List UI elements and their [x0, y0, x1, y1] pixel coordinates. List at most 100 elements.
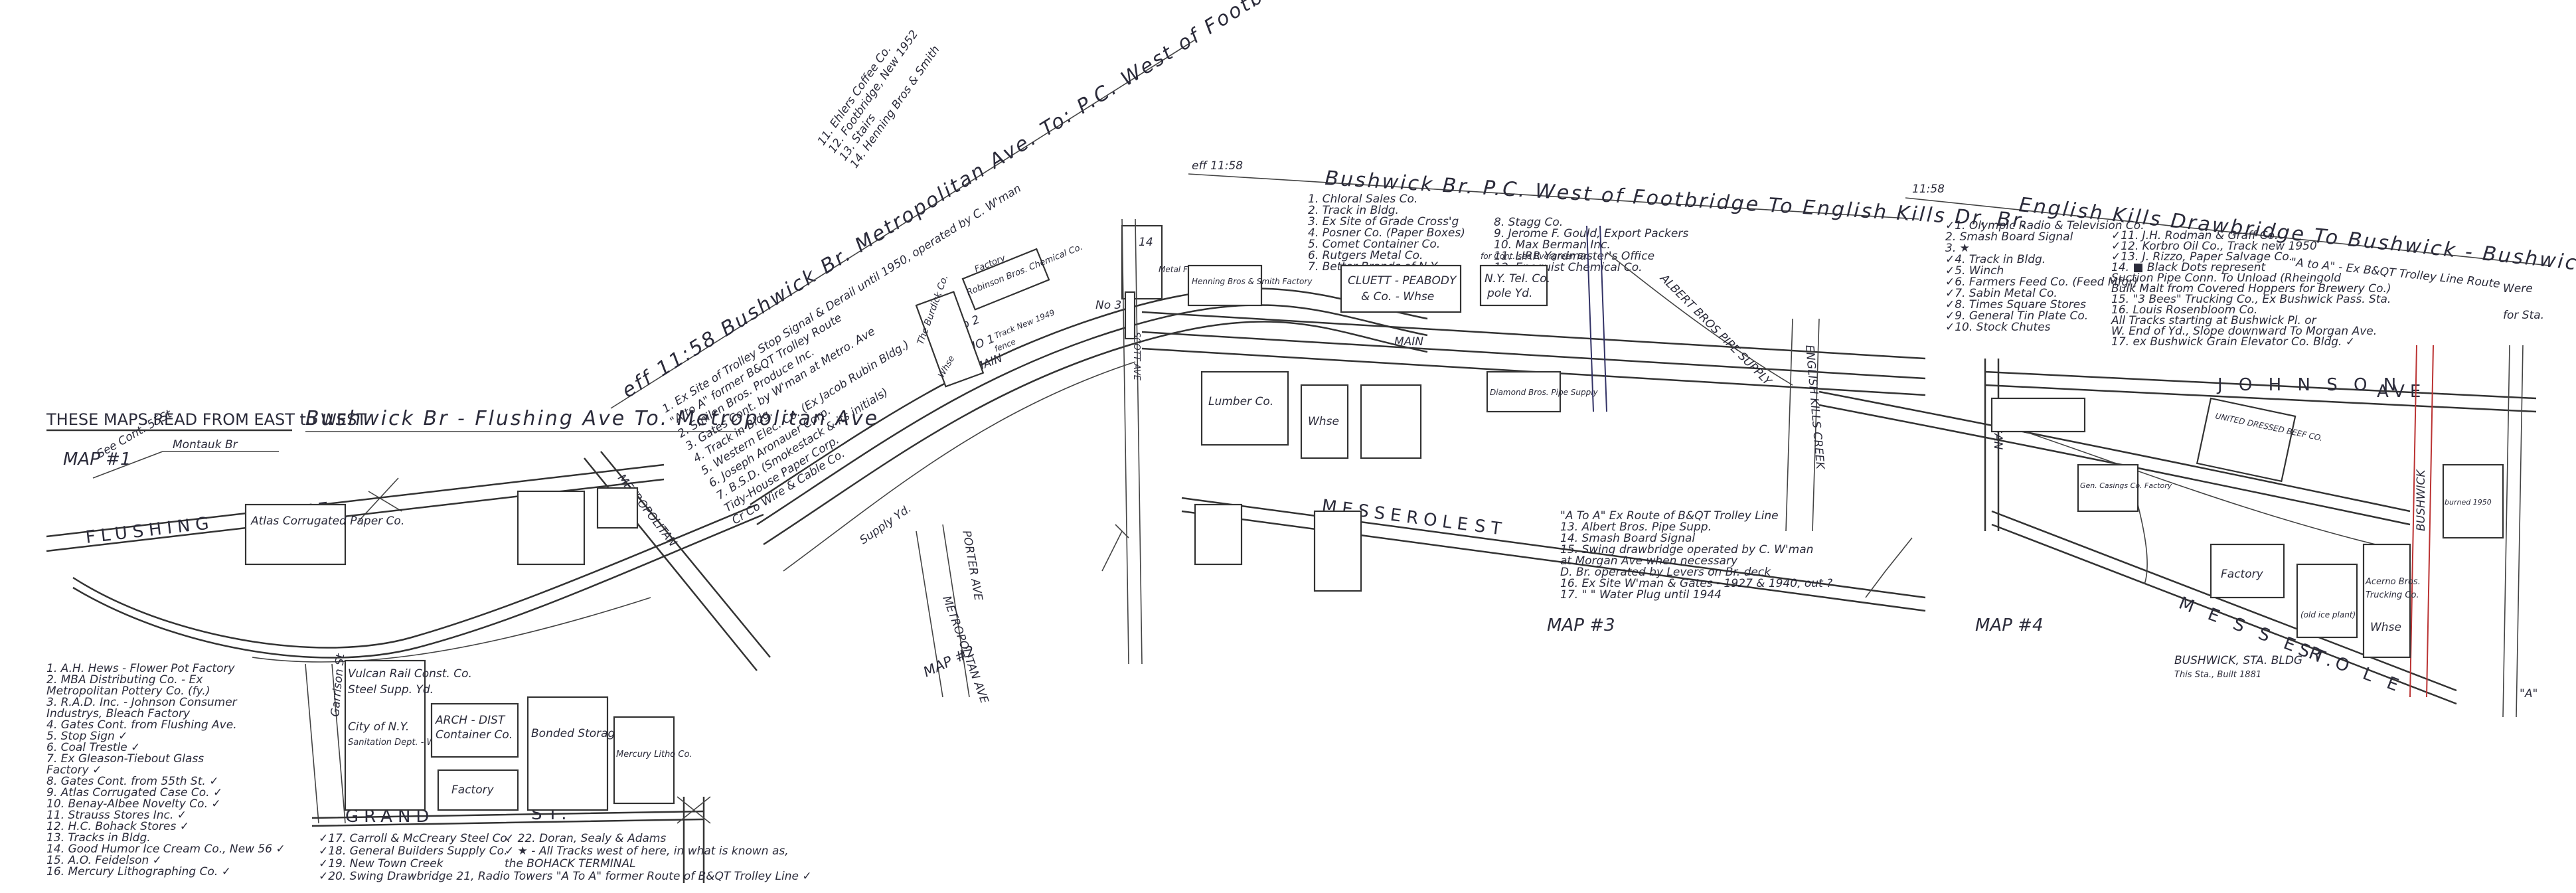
- title-note: THESE MAPS READ FROM EAST to WEST: [46, 410, 366, 429]
- map1-legend-extras: ✓ 22. Doran, Sealy & Adams✓ ★ - All Trac…: [505, 832, 789, 870]
- building-burdick: [915, 291, 985, 388]
- were-note: Were: [2503, 282, 2533, 295]
- map4-legend-b-item: W. End of Yd., Slope downward To Morgan …: [2111, 325, 2377, 338]
- map4-header-line: [1905, 197, 2550, 266]
- map1-legend-item: 4. Gates Cont. from Flushing Ave.: [46, 718, 237, 732]
- map3-note-items: "A To A" Ex Route of B&QT Trolley Line13…: [1560, 509, 1832, 602]
- vulcan-yd-label: Steel Supp. Yd.: [348, 683, 434, 696]
- map3-legend-a-item: 2. Track in Bldg.: [1308, 204, 1399, 217]
- building-12: [517, 490, 586, 566]
- map1-legend-item: 14. Good Humor Ice Cream Co., New 56 ✓: [46, 843, 285, 856]
- building-henning: [1187, 264, 1263, 307]
- map1-legend-item-b: ✓18. General Builders Supply Co.: [319, 845, 507, 858]
- acerno-label-1: Acerno Bros.: [2365, 577, 2421, 587]
- map4-legend-a-item: 3. ★: [1945, 242, 1970, 255]
- scott-ave: [1121, 218, 1143, 665]
- north-arrow-3: [1865, 537, 1913, 598]
- map4-legend-b-item: All Tracks starting at Bushwick Pl. or: [2111, 314, 2317, 327]
- newtown-creek: [683, 797, 705, 883]
- evergreen-note: for Cont. see Evergreen Br.: [1481, 252, 1588, 261]
- map4-legend-a-item: ✓5. Winch: [1945, 264, 2004, 278]
- drawbridge-icon: [677, 796, 711, 824]
- map3-legend-a-item: 3. Ex Site of Grade Cross'g: [1308, 215, 1459, 228]
- map4-legend-b-item: Suction Pipe Conn. To Unload (Rheingold: [2111, 272, 2341, 285]
- johnson-label: J O H N S O N: [2216, 375, 2401, 395]
- map3-legend-a-item: 1. Chloral Sales Co.: [1308, 193, 1417, 206]
- map3-legend-b-item: 8. Stagg Co.: [1494, 216, 1563, 229]
- porter-ave-3: [1586, 225, 1607, 412]
- flushing-label: FLUSHING: [84, 513, 215, 548]
- map1-legend-item: 13. Tracks in Bldg.: [46, 831, 151, 845]
- map3-note-item: "A To A" Ex Route of B&QT Trolley Line: [1560, 509, 1779, 523]
- building-ny-tel: [1479, 264, 1548, 307]
- building-old-ice-plant: [2296, 563, 2358, 639]
- map2-header-line: [610, 39, 1196, 409]
- scott-ave-label: SCOTT AVE: [1131, 332, 1141, 381]
- map1-legend-item: 16. Mercury Lithographing Co. ✓: [46, 865, 231, 878]
- map-2: eff 11:58 Bushwick Br. Metropolitan Ave.…: [610, 0, 1428, 705]
- map4-legend-b-item: 17. ex Bushwick Grain Elevator Co. Bldg.…: [2111, 335, 2355, 349]
- building-gen-casings: [2077, 463, 2139, 513]
- map4-legend-a-item: ✓6. Farmers Feed Co. (Feed Mfgr): [1945, 276, 2138, 289]
- morgan-ave: [1984, 359, 2000, 531]
- cluett-label-2: & Co. - Whse: [1361, 290, 1434, 303]
- map4-legend-a-item: ✓10. Stock Chutes: [1945, 321, 2051, 334]
- map3-legend-a-item: 5. Comet Container Co.: [1308, 238, 1440, 251]
- map1-label: MAP #1: [63, 449, 131, 469]
- map1-legend-item-bs: ✓17. Carroll & McCreary Steel Co.✓18. Ge…: [319, 832, 812, 883]
- map1-legend-item: 12. H.C. Bohack Stores ✓: [46, 820, 189, 833]
- building-14: [1121, 224, 1163, 300]
- map1-legend-item: 10. Benay-Albee Novelty Co. ✓: [46, 797, 221, 811]
- vulcan-label: Vulcan Rail Const. Co.: [348, 667, 472, 681]
- building-lumber: [1200, 370, 1289, 446]
- building-robinson: [961, 248, 1050, 311]
- acerno-whse-label: Whse: [2370, 621, 2401, 634]
- building-7: [1313, 510, 1362, 592]
- building-container: [430, 702, 519, 758]
- map1-legend-extra: ✓ ★ - All Tracks west of here, in what i…: [505, 845, 789, 858]
- map4-legend-b-item: ✓11. J.H. Rodman & Graff Co.: [2111, 229, 2278, 242]
- johnson-ave: [1984, 370, 2537, 413]
- garrison-st: [305, 663, 346, 824]
- grand-st-road: [311, 810, 704, 827]
- map4-legend-b-item: 15. "3 Bees" Trucking Co., Ex Bushwick P…: [2111, 293, 2391, 306]
- map1-legend-item: 11. Strauss Stores Inc. ✓: [46, 809, 187, 822]
- building-sta: [2442, 463, 2504, 539]
- map1-legend-item: 8. Gates Cont. from 55th St. ✓: [46, 775, 218, 788]
- building-factory-4: [2210, 543, 2285, 599]
- map1-legend-item: 15. A.O. Feidelson ✓: [46, 854, 162, 867]
- map3-legend-b-item: 9. Jerome F. Gould, Export Packers: [1494, 227, 1688, 240]
- map-3: eff 11:58 Bushwick Br. P.C. West of Foot…: [1141, 159, 2030, 635]
- metropolitan-ave-2: [916, 524, 970, 698]
- map1-legend-item-b: ✓20. Swing Drawbridge 21, Radio Towers "…: [319, 870, 812, 883]
- diamond-label: Diamond Bros. Pipe Supply: [1490, 388, 1599, 397]
- map4-eff: 11:58: [1912, 183, 1945, 196]
- building-4: [1194, 503, 1243, 566]
- map3-legend-b-item: 11. LIRR Yardmaster's Office: [1494, 250, 1654, 263]
- building-factory: [437, 769, 519, 811]
- bushwick-ave: [2409, 345, 2434, 698]
- map-4: 11:58 English Kills Drawbridge To Bushwi…: [1818, 183, 2576, 718]
- yard-track-1: [1818, 390, 2411, 513]
- gen-casings-label: Gen. Casings Co. Factory: [2080, 481, 2172, 490]
- map4-legend-b-item: ✓13. J. Rizzo, Paper Salvage Co.: [2111, 250, 2293, 264]
- building-atlas: [244, 503, 347, 566]
- building-acerno: [2362, 543, 2411, 659]
- building-mercury: [613, 716, 675, 805]
- map1-legend-item: Metropolitan Pottery Co. (fy.): [46, 685, 210, 698]
- map4-legend-a-item: 2. Smash Board Signal: [1945, 230, 2073, 244]
- building-diamond: [1486, 370, 1562, 413]
- montauk-label: Montauk Br: [173, 438, 238, 451]
- map4-legend-a-item: ✓8. Times Square Stores: [1945, 298, 2086, 311]
- map1-legend-item: Industrys, Bleach Factory: [46, 707, 191, 720]
- station-bldg-label: BUSHWICK, STA. BLDG: [2174, 654, 2302, 667]
- no3-label: No 3: [1095, 299, 1121, 312]
- map1-legend-extra: the BOHACK TERMINAL: [505, 857, 636, 870]
- main-track: [72, 503, 758, 649]
- map3-legend-b-item: 10. Max Berman Inc.: [1494, 238, 1611, 252]
- building-14-number: 14: [1139, 236, 1153, 249]
- map1-legend-item: 9. Atlas Corrugated Case Co. ✓: [46, 786, 222, 799]
- map1-legend-item-b: ✓19. New Town Creek: [319, 857, 444, 870]
